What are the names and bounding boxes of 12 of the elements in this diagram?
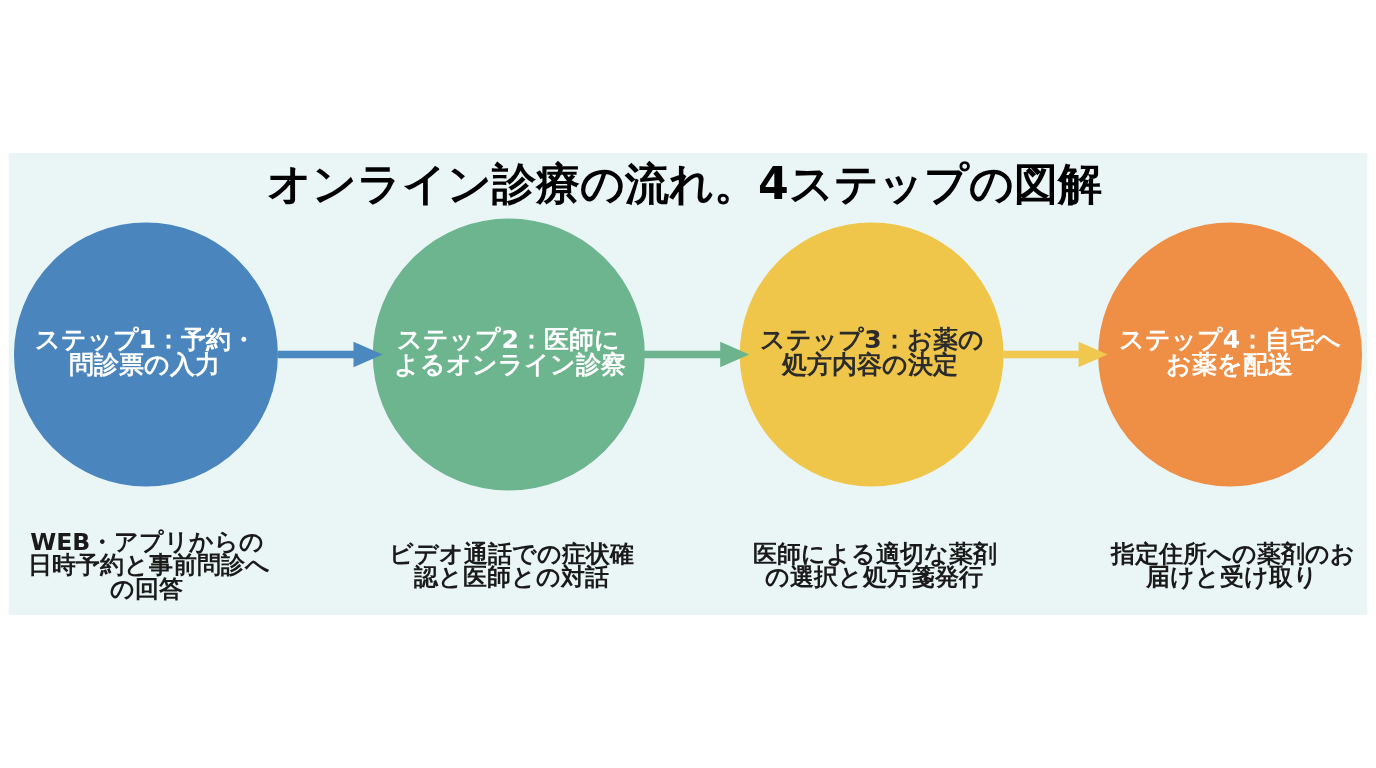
arrow: [277, 341, 383, 368]
node-circle: ステップ2：医師によるオンライン診察: [372, 218, 645, 491]
node-circle: ステップ3：お薬の処方内容の決定: [739, 222, 1004, 487]
node-label: 指定住所への薬剤のお届けと受け取り: [1111, 539, 1356, 592]
node-circle: ステップ1：予約・問診票の入力: [14, 222, 278, 487]
node-label: WEB・アプリからの日時予約と事前問診への回答: [27, 527, 270, 604]
arrow: [1003, 341, 1108, 368]
arrow: [644, 341, 750, 368]
diagram-title: オンライン診療の流れ。4ステップの図解: [266, 157, 1102, 209]
node-label: ビデオ通話での症状確認と医師との対話: [389, 539, 635, 592]
node-label: 医師による適切な薬剤の選択と処方箋発行: [752, 539, 997, 592]
node-circle: ステップ4：自宅へお薬を配送: [1098, 222, 1362, 487]
